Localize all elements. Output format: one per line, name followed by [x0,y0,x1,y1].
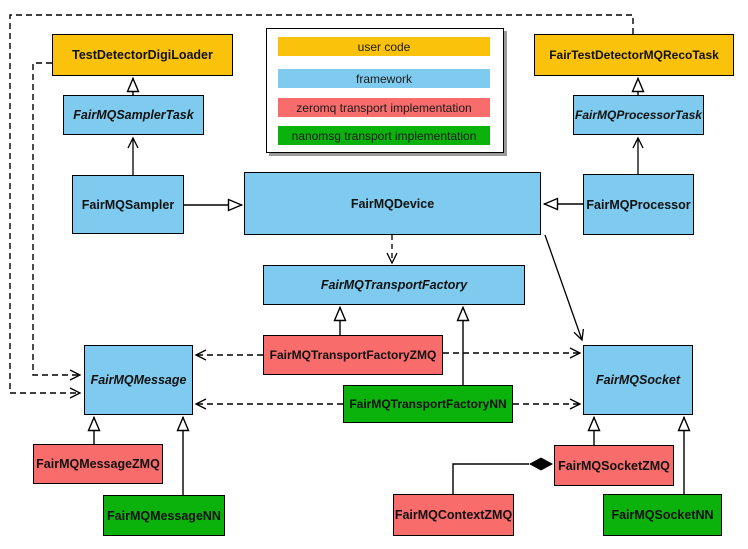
node-fairtestdetectormqrecotask: FairTestDetectorMQRecoTask [534,34,734,76]
node-fairmqprocessor: FairMQProcessor [583,174,694,235]
node-fairmqmessagenn: FairMQMessageNN [103,495,225,536]
legend-item-zeromq: zeromq transport implementation [278,98,490,117]
node-fairmqmessage: FairMQMessage [84,345,193,415]
legend-item-framework: framework [278,69,490,88]
node-fairmqtransportfactory: FairMQTransportFactory [263,265,525,305]
edge-contextzmq-socketzmq [452,463,529,494]
edge-recotask-message-dashed [9,14,634,399]
node-fairmqcontextzmq: FairMQContextZMQ [393,494,514,536]
legend: user code framework zeromq transport imp… [266,28,504,153]
node-fairmqmessagezmq: FairMQMessageZMQ [33,444,163,484]
node-fairmqsocketnn: FairMQSocketNN [603,494,722,536]
legend-item-user-code: user code [278,37,490,56]
node-fairmqsamplertask: FairMQSamplerTask [63,95,204,135]
composition-diamond [529,457,553,471]
node-testdetectordigiloader: TestDetectorDigiLoader [52,34,233,76]
node-fairmqsampler: FairMQSampler [72,175,184,234]
edge-digiloader-message-dashed [32,62,82,381]
node-fairmqsocketzmq: FairMQSocketZMQ [554,445,674,486]
node-fairmqsocket: FairMQSocket [583,345,693,415]
node-fairmqtransportfactoryzmq: FairMQTransportFactoryZMQ [263,335,443,375]
edge-device-socket [544,234,585,342]
node-fairmqprocessortask: FairMQProcessorTask [573,95,704,135]
node-fairmqdevice: FairMQDevice [244,172,541,235]
legend-item-nanomsg: nanomsg transport implementation [278,126,490,145]
node-fairmqtransportfactorynn: FairMQTransportFactoryNN [343,385,513,423]
